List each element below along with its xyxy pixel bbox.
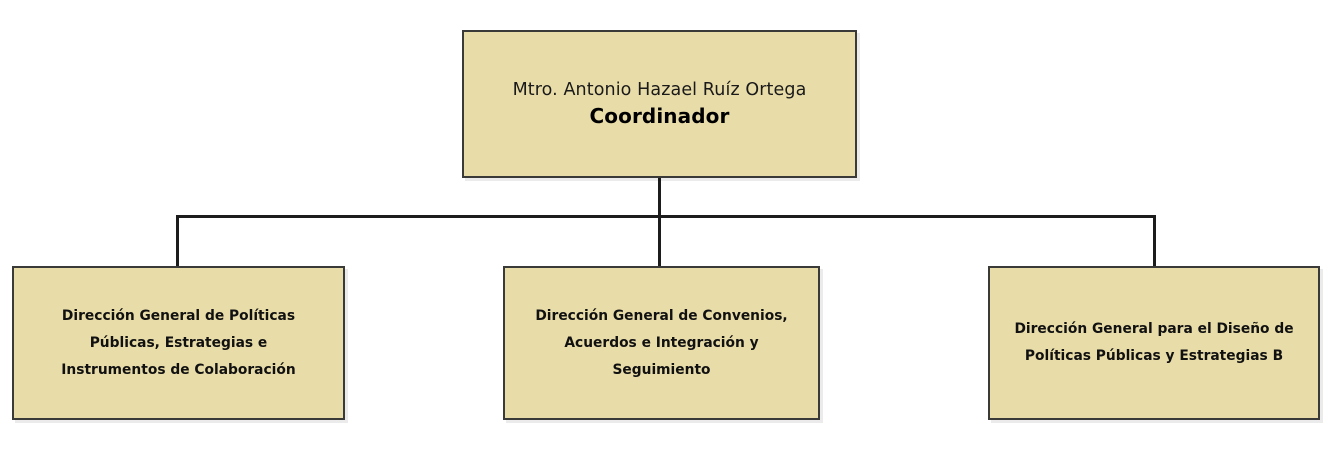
org-node-label: Dirección General de Políticas Públicas,… [61,307,296,378]
connector-horizontal-bus [176,215,1156,218]
root-person-name: Mtro. Antonio Hazael Ruíz Ortega [512,80,807,100]
connector-drop-right [1153,215,1156,268]
org-node-direccion-general-diseno-politicas[interactable]: Dirección General para el Diseño de Polí… [988,266,1320,420]
connector-root-stem [658,176,661,268]
connector-drop-left [176,215,179,268]
org-node-direccion-general-convenios[interactable]: Dirección General de Convenios, Acuerdos… [503,266,820,420]
org-node-root[interactable]: Mtro. Antonio Hazael Ruíz Ortega Coordin… [462,30,857,178]
root-person-title: Coordinador [589,104,730,128]
org-node-direccion-general-politicas-publicas[interactable]: Dirección General de Políticas Públicas,… [12,266,345,420]
org-node-label: Dirección General para el Diseño de Polí… [1014,321,1294,364]
org-node-label: Dirección General de Convenios, Acuerdos… [535,307,788,378]
